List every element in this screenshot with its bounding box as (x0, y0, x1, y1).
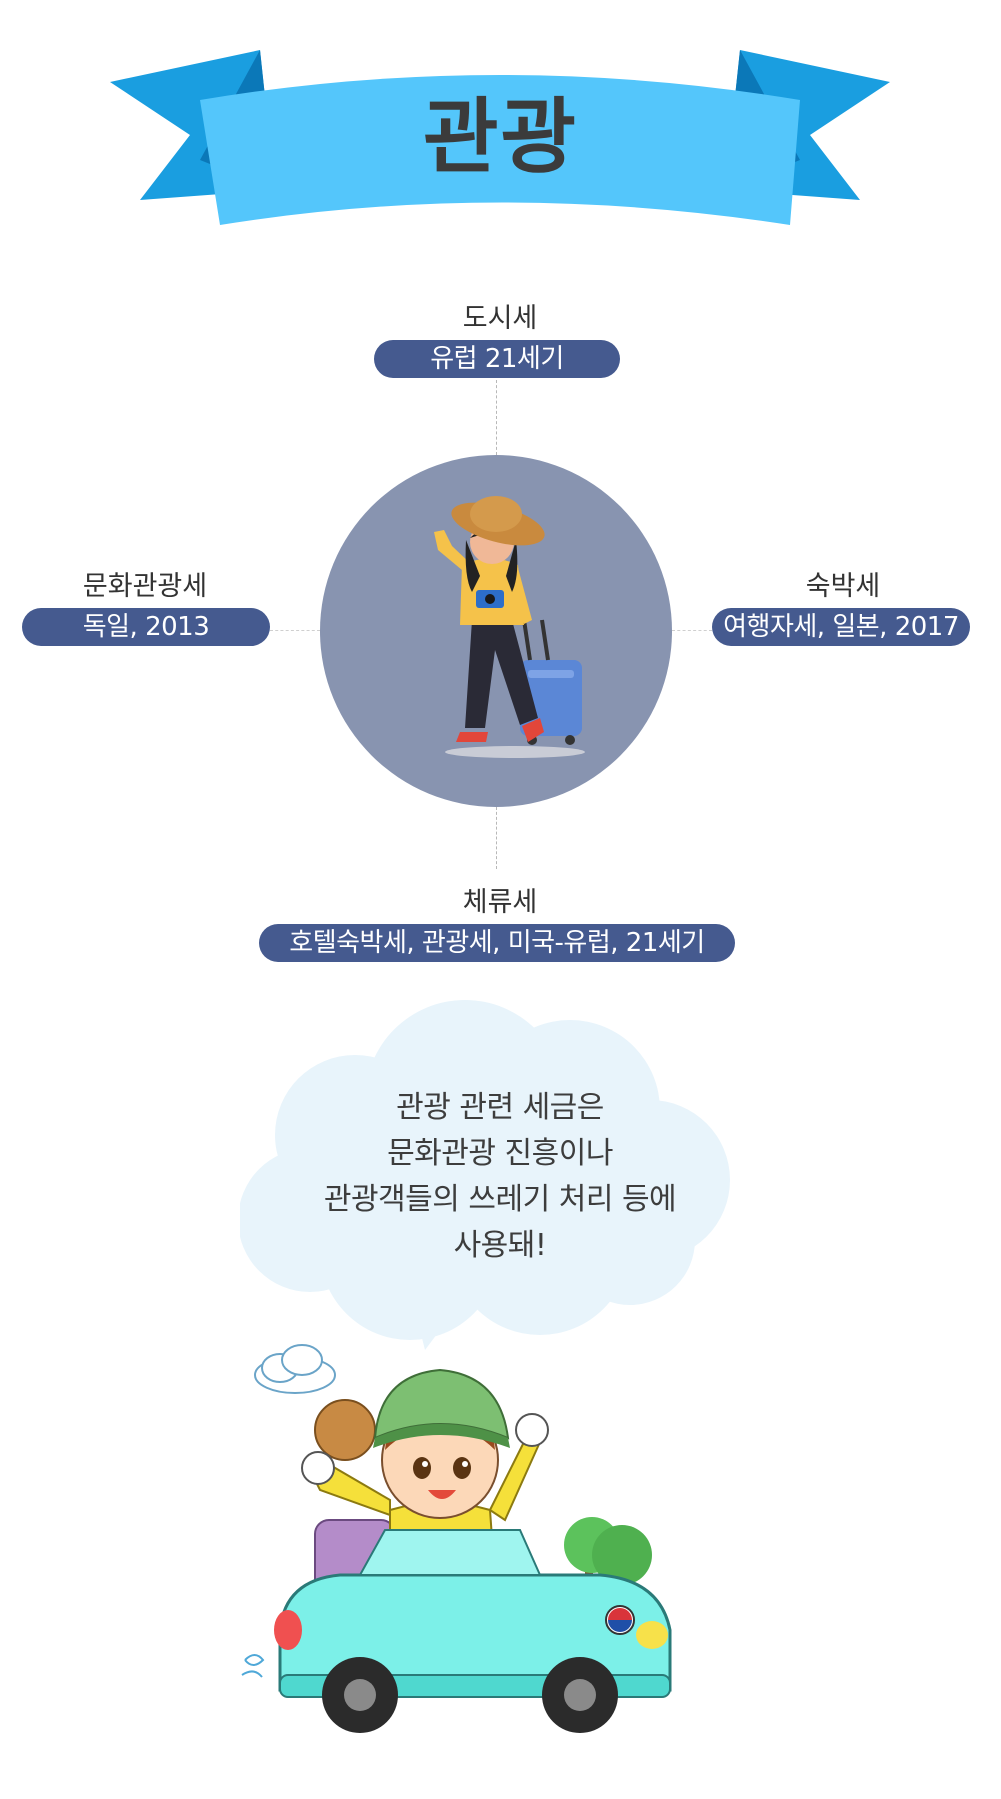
label-left: 문화관광세 (82, 571, 208, 602)
label-right: 숙박세 (805, 571, 881, 602)
label-top: 도시세 (462, 303, 538, 334)
pill-bottom: 호텔숙박세, 관광세, 미국-유럽, 21세기 (259, 924, 735, 962)
connector-right (672, 630, 712, 631)
speech-line: 문화관광 진흥이나 (387, 1136, 613, 1171)
cartoon-car-icon (241, 1344, 672, 1733)
speech-text: 관광 관련 세금은 문화관광 진흥이나 관광객들의 쓰레기 처리 등에 사용돼! (260, 1085, 740, 1269)
pill-top: 유럽 21세기 (374, 340, 620, 378)
pill-left: 독일, 2013 (22, 608, 270, 646)
pill-right: 여행자세, 일본, 2017 (712, 608, 970, 646)
speech-line: 관광 관련 세금은 (396, 1090, 604, 1125)
speech-line: 사용돼! (453, 1228, 547, 1263)
title-banner (110, 50, 890, 225)
traveler-woman-icon (434, 496, 585, 758)
connector-left (270, 630, 320, 631)
label-bottom: 체류세 (462, 887, 538, 918)
connector-top (496, 380, 497, 455)
page-title: 관광 (423, 90, 578, 185)
speech-line: 관광객들의 쓰레기 처리 등에 (323, 1182, 677, 1217)
speech-cloud (240, 1000, 730, 1350)
connector-bottom (496, 807, 497, 869)
